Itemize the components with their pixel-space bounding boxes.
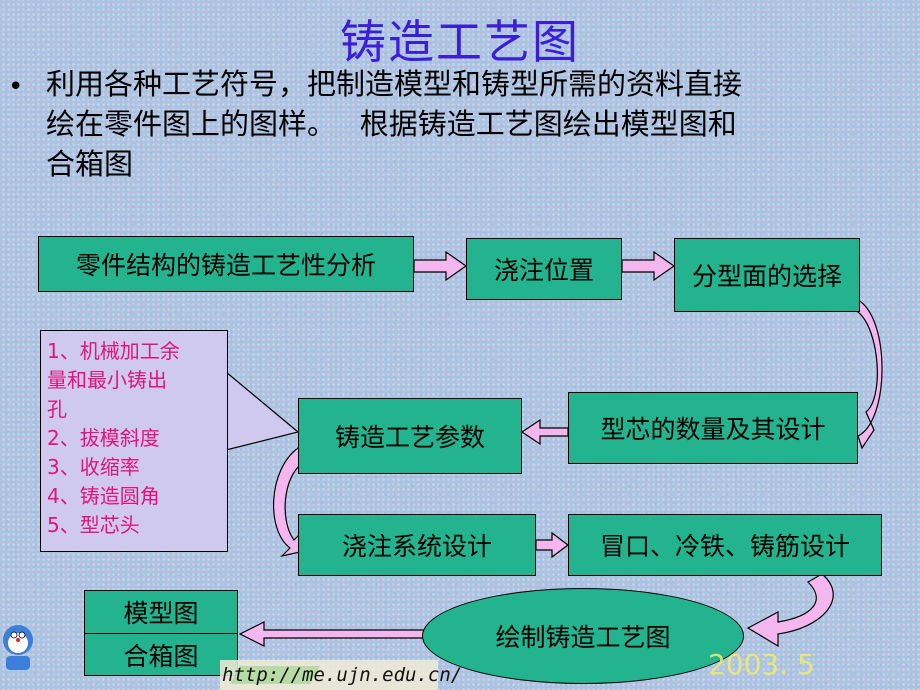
intro-line-3: 合箱图 [46,147,134,181]
footer-banner [220,660,438,690]
note-line: 5、型芯头 [47,513,140,537]
node-analysis: 零件结构的铸造工艺性分析 [38,236,414,292]
arrow-params-to-gating [273,447,305,558]
node-parting-surface: 分型面的选择 [674,238,860,312]
footer-date: 2003. 5 [708,648,815,681]
node-mold-assembly: 合箱图 [85,633,237,676]
arrow-risers-to-draw [746,573,834,648]
mascot-logo-icon [3,625,33,670]
node-risers: 冒口、冷铁、铸筋设计 [568,514,882,576]
node-pattern: 模型图 [123,599,199,628]
intro-text: 利用各种工艺符号，把制造模型和铸型所需的资料直接 绘在零件图上的图样。 根据铸造… [46,64,906,184]
param-note: 1、机械加工余 量和最小铸出 孔 2、拔模斜度 3、收缩率 4、铸造圆角 5、型… [40,330,228,552]
node-draw-process: 绘制铸造工艺图 [422,588,744,684]
note-line: 2、拔模斜度 [47,426,160,450]
arrow-cores-to-params [520,418,569,446]
note-line: 1、机械加工余 [47,339,180,363]
node-gating: 浇注系统设计 [298,514,536,576]
arrow-pouring-to-parting [621,250,676,282]
footer-url: http://me.ujn.edu.cn/ [222,664,463,686]
arrow-draw-to-pattern [238,621,425,647]
node-cores: 型芯的数量及其设计 [568,392,858,464]
intro-line-2: 绘在零件图上的图样。 根据铸造工艺图绘出模型图和 [46,107,737,141]
page-title: 铸造工艺图 [340,15,580,69]
note-line: 孔 [47,397,67,421]
arrow-parting-to-cores [857,298,883,450]
note-line: 4、铸造圆角 [47,484,160,508]
arrow-gating-to-risers [535,531,569,559]
node-process-params: 铸造工艺参数 [298,398,522,474]
note-line: 3、收缩率 [47,455,140,479]
note-line: 量和最小铸出 [47,368,167,392]
note-callout-pointer [225,370,300,451]
intro-line-1: 利用各种工艺符号，把制造模型和铸型所需的资料直接 [46,67,743,101]
arrow-analysis-to-pouring [413,250,468,282]
output-boxes: 模型图 合箱图 [84,590,238,676]
node-pouring-position: 浇注位置 [466,238,622,300]
bullet-icon: • [8,72,24,102]
